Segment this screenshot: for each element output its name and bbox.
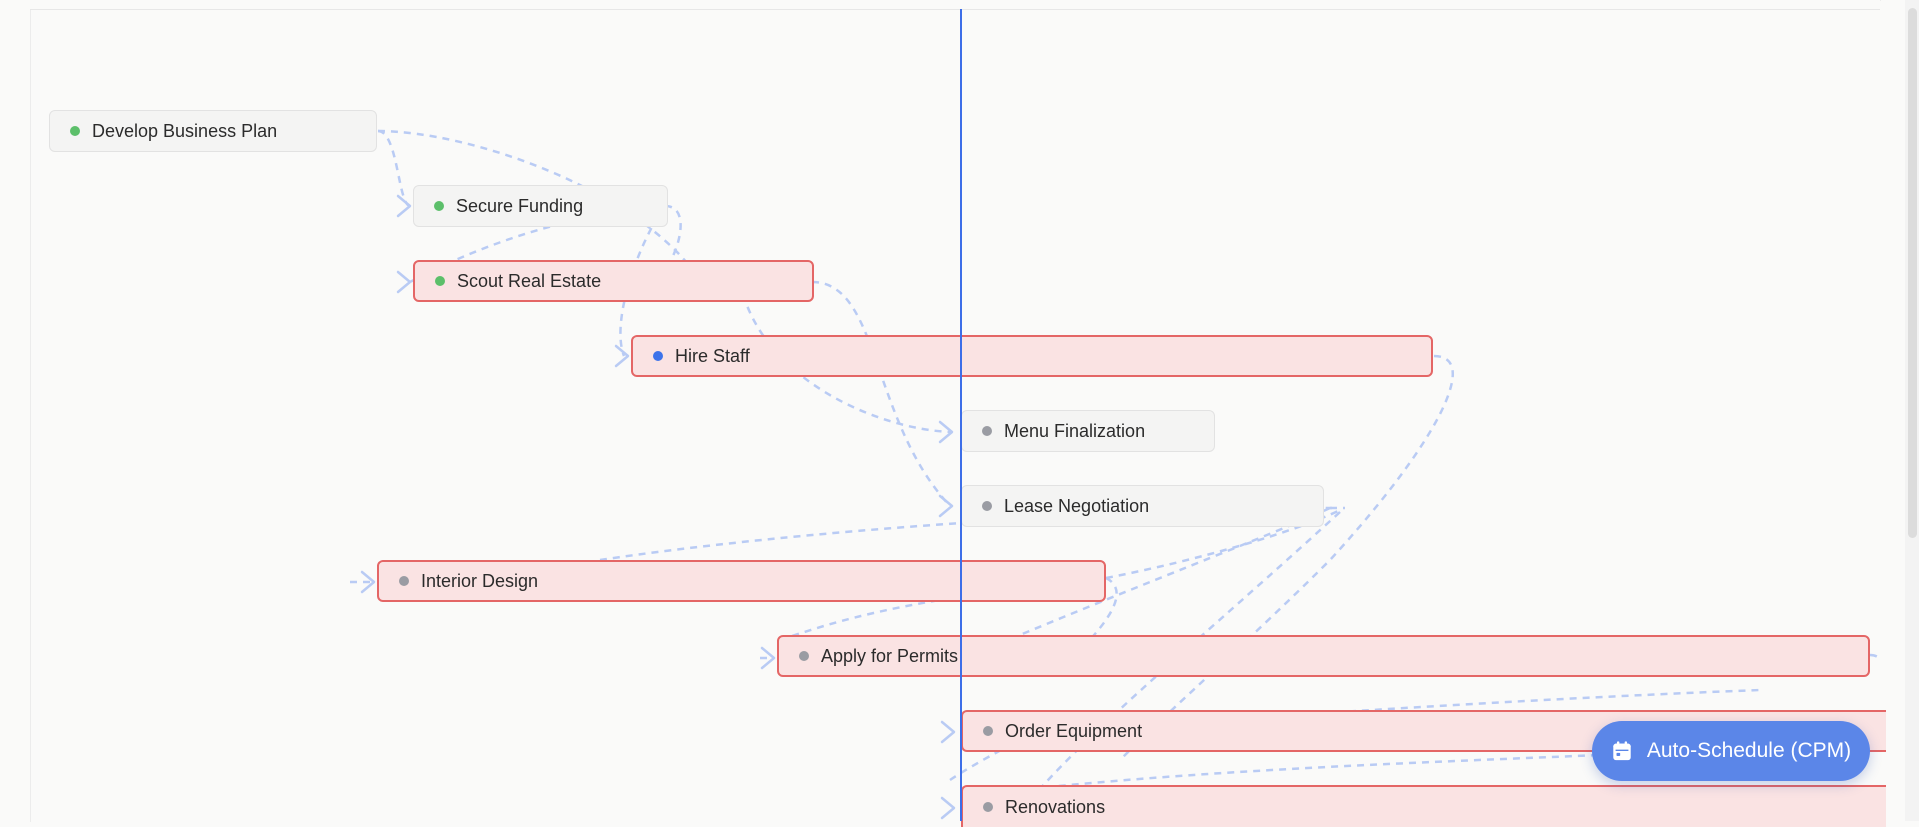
task-label: Develop Business Plan bbox=[92, 120, 278, 141]
status-dot bbox=[982, 426, 992, 436]
timeline-header bbox=[30, 0, 1880, 10]
task-label: Order Equipment bbox=[1005, 720, 1143, 741]
status-dot bbox=[399, 576, 409, 586]
status-dot bbox=[70, 126, 80, 136]
task-label: Menu Finalization bbox=[1004, 420, 1146, 441]
task-label: Secure Funding bbox=[456, 195, 584, 216]
status-dot bbox=[982, 501, 992, 511]
task-bar-lease-negotiation[interactable]: Lease Negotiation bbox=[961, 485, 1324, 527]
task-bar-hire-staff[interactable]: Hire Staff bbox=[631, 335, 1433, 377]
today-marker-line bbox=[960, 9, 962, 821]
task-label: Apply for Permits bbox=[821, 645, 959, 666]
task-bar-develop-business-plan[interactable]: Develop Business Plan bbox=[49, 110, 377, 152]
status-dot bbox=[799, 651, 809, 661]
task-label: Lease Negotiation bbox=[1004, 495, 1150, 516]
task-bar-apply-for-permits[interactable]: Apply for Permits bbox=[777, 635, 1870, 677]
task-label: Scout Real Estate bbox=[457, 270, 602, 291]
vertical-scrollbar[interactable] bbox=[1905, 0, 1919, 821]
auto-schedule-label: Auto-Schedule (CPM) bbox=[1646, 739, 1852, 762]
calendar-icon bbox=[1613, 741, 1631, 761]
task-bar-scout-real-estate[interactable]: Scout Real Estate bbox=[413, 260, 814, 302]
task-bar-secure-funding[interactable]: Secure Funding bbox=[413, 185, 668, 227]
status-dot bbox=[983, 726, 993, 736]
task-label: Renovations bbox=[1005, 796, 1106, 817]
status-dot bbox=[434, 201, 444, 211]
task-bar-renovations[interactable]: Renovations bbox=[961, 785, 1886, 827]
task-label: Hire Staff bbox=[675, 345, 750, 366]
task-bar-menu-finalization[interactable]: Menu Finalization bbox=[961, 410, 1215, 452]
status-dot bbox=[653, 351, 663, 361]
task-bar-interior-design[interactable]: Interior Design bbox=[377, 560, 1106, 602]
scrollbar-thumb[interactable] bbox=[1908, 8, 1917, 538]
task-label: Interior Design bbox=[421, 570, 539, 591]
status-dot bbox=[435, 276, 445, 286]
status-dot bbox=[983, 802, 993, 812]
auto-schedule-button[interactable]: Auto-Schedule (CPM) bbox=[1592, 721, 1870, 781]
